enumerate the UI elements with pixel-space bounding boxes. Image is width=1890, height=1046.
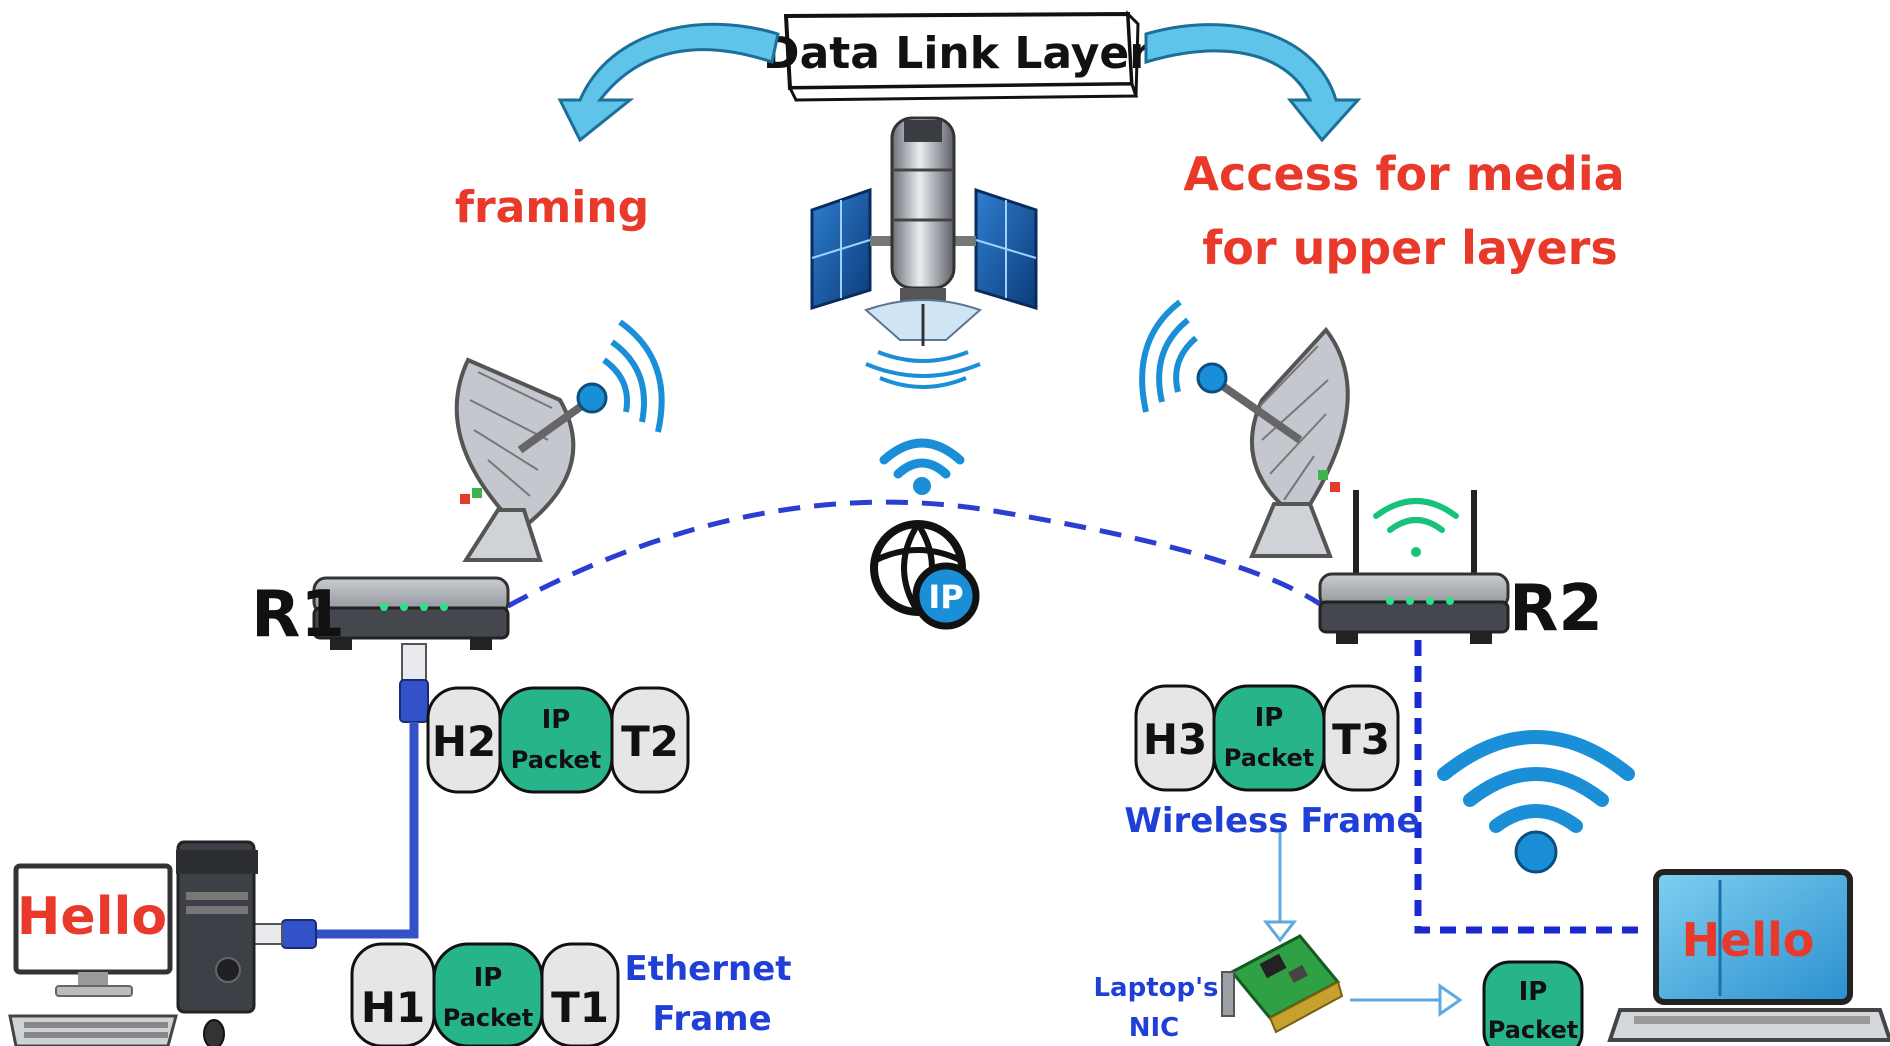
right-satellite-dish-icon — [1139, 299, 1350, 558]
frame-h2 — [426, 686, 690, 794]
left-curved-arrow — [557, 22, 780, 143]
frame-h3-header: H3 — [1143, 715, 1207, 764]
wifi-signal-icon — [879, 438, 965, 479]
frame-h3-payload-line1: IP — [1255, 703, 1284, 733]
frame-h3 — [1134, 684, 1400, 792]
router-r2-wifi-icon — [1373, 498, 1459, 557]
frame-h1-trailer: T1 — [551, 983, 609, 1032]
ethernet-frame-label-line1: Ethernet — [624, 949, 791, 989]
framing-label: framing — [455, 182, 649, 233]
pc-screen-text: Hello — [17, 887, 167, 947]
desktop-pc-icon — [8, 840, 258, 1046]
router-r1-icon — [312, 576, 510, 650]
frame-h1 — [350, 942, 620, 1046]
laptop-icon — [1607, 869, 1890, 1042]
title-banner: Data Link Layer — [763, 10, 1151, 102]
frame-h1-payload-line2: Packet — [443, 1004, 533, 1032]
nic-label-line2: NIC — [1129, 1013, 1180, 1043]
left-satellite-dish-icon — [454, 319, 665, 562]
page-title: Data Link Layer — [763, 28, 1151, 79]
wifi-icon — [1437, 730, 1635, 833]
ip-globe-icon — [870, 520, 980, 630]
media-access-label-line2: for upper layers — [1202, 221, 1617, 275]
ethernet-cable — [253, 643, 429, 949]
frame-h1-payload-line1: IP — [474, 963, 503, 993]
wifi-icon-dot — [1514, 830, 1558, 874]
wireless-frame-label: Wireless Frame — [1124, 801, 1419, 841]
nic-ip-packet-line2: Packet — [1488, 1016, 1578, 1044]
nic-ip-packet-line1: IP — [1519, 977, 1548, 1007]
frame-h2-payload-line2: Packet — [511, 746, 601, 774]
right-arrow — [1350, 983, 1463, 1017]
frame-h3-payload-line2: Packet — [1224, 744, 1314, 772]
nic-label-line1: Laptop's — [1093, 973, 1218, 1003]
right-curved-arrow — [1144, 23, 1362, 143]
laptop-screen-text: Hello — [1682, 913, 1815, 967]
nic-ip-packet — [1482, 960, 1584, 1046]
wired-link-line — [1414, 640, 1640, 934]
frame-h2-header: H2 — [432, 717, 496, 766]
wireless-link-line — [506, 499, 1322, 609]
frame-h2-payload-line1: IP — [542, 705, 571, 735]
wifi-signal-dot — [913, 477, 931, 495]
router-r2-icon — [1318, 490, 1510, 644]
frame-h1-header: H1 — [361, 983, 425, 1032]
router-r2-label: R2 — [1509, 572, 1603, 646]
ip-badge-label: IP — [928, 578, 963, 616]
frame-h2-trailer: T2 — [621, 717, 679, 766]
nic-card-icon — [1221, 934, 1344, 1034]
router-r1-label: R1 — [251, 578, 345, 652]
satellite-icon — [810, 116, 1038, 346]
ethernet-frame-label-line2: Frame — [652, 999, 771, 1039]
frame-h3-trailer: T3 — [1332, 715, 1390, 764]
satellite-signal-icon — [865, 350, 981, 389]
down-arrow — [1262, 832, 1298, 943]
media-access-label-line1: Access for media — [1183, 147, 1624, 201]
